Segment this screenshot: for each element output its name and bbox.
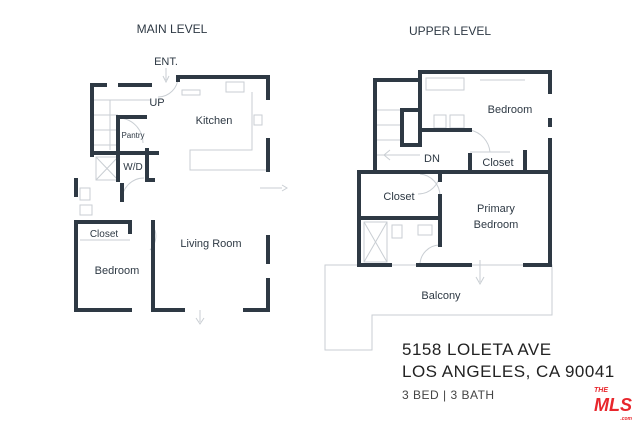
logo-top: THE bbox=[594, 387, 608, 394]
label-bedroom-upper: Bedroom bbox=[488, 104, 533, 116]
listing-summary: 3 BED | 3 BATH bbox=[402, 388, 495, 402]
logo-suffix: .com bbox=[620, 416, 632, 422]
label-down: DN bbox=[424, 153, 440, 165]
label-entrance: ENT. bbox=[154, 56, 178, 68]
main-level-walls bbox=[74, 75, 270, 312]
label-closet-hall: Closet bbox=[383, 191, 414, 203]
label-primary-line1: Primary bbox=[477, 203, 515, 215]
listing-street: 5158 LOLETA AVE bbox=[402, 340, 552, 359]
label-laundry: W/D bbox=[123, 162, 142, 173]
label-living-room: Living Room bbox=[180, 238, 241, 250]
mls-logo: THE MLS .com bbox=[594, 386, 632, 423]
main-level-fixtures bbox=[79, 68, 288, 325]
logo-main: MLS bbox=[594, 395, 632, 415]
label-closet-main: Closet bbox=[90, 229, 119, 240]
upper-level-walls bbox=[357, 70, 552, 267]
label-pantry: Pantry bbox=[121, 131, 144, 140]
label-up: UP bbox=[149, 97, 164, 109]
label-bedroom-main: Bedroom bbox=[95, 265, 140, 277]
main-level-title: MAIN LEVEL bbox=[137, 22, 208, 36]
upper-level-title: UPPER LEVEL bbox=[409, 24, 491, 38]
label-primary-line2: Bedroom bbox=[474, 219, 519, 231]
label-closet-bedroom: Closet bbox=[482, 157, 513, 169]
listing-city: LOS ANGELES, CA 90041 bbox=[402, 362, 615, 381]
label-kitchen: Kitchen bbox=[196, 115, 233, 127]
label-balcony: Balcony bbox=[421, 290, 461, 302]
